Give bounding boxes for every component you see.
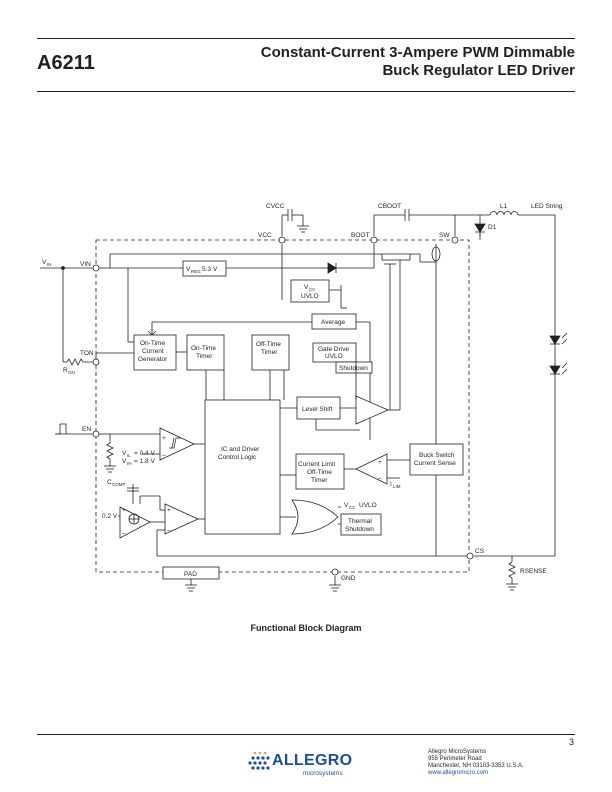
ea2-plus: + [167, 507, 171, 514]
on-time-timer-line2: Timer [196, 353, 213, 360]
vil-sub: IL [127, 453, 131, 458]
footer-rule [37, 734, 575, 735]
company-street: 955 Perimeter Road [428, 756, 482, 762]
vih-label: = 1.8 V [134, 458, 155, 465]
vin-ext-sub: IN [47, 262, 52, 267]
logo-wordmark: ALLEGRO [272, 752, 353, 769]
company-city: Manchester, NH 03103-3353 U.S.A. [428, 763, 524, 769]
ilim-sub: LIM [393, 484, 401, 489]
l1-label: L1 [500, 203, 508, 210]
off-time-timer-line1: Off-Time [256, 341, 281, 348]
pin-cs-label: CS [475, 548, 485, 555]
pin-sw-label: SW [439, 232, 450, 239]
ref-02v-label: 0.2 V [102, 513, 118, 520]
vcc-uvlo-label: UVLO [301, 293, 319, 300]
cl-amp-minus: – [378, 475, 382, 482]
led-string-label: LED String [531, 203, 563, 210]
company-name: Allegro MicroSystems [428, 749, 487, 755]
on-time-gen-line2: Current [142, 348, 164, 355]
vcc-uvlo2-label: UVLO [359, 502, 377, 509]
pin-en-label: EN [82, 426, 91, 433]
on-time-gen-line3: Generator [138, 356, 168, 363]
cboot-label: CBOOT [378, 203, 401, 210]
part-number: A6211 [37, 52, 95, 74]
pin-vcc-terminal [278, 236, 286, 244]
gate-drive-uvlo-line1: Gate Drive [318, 346, 349, 353]
vcc-uvlo2-sub: CC [349, 505, 356, 510]
vreg-label-sub: REG [191, 269, 201, 274]
vil-prefix: V [122, 450, 127, 457]
thermal-line2: Shutdown [345, 526, 374, 533]
rsense-label: RSENSE [520, 568, 547, 575]
pin-cs-terminal [466, 552, 474, 560]
ea-plus: + [122, 507, 126, 514]
amp-minus: – [162, 452, 166, 459]
vcc-uvlo-sub: CC [309, 287, 316, 292]
pin-sw-terminal [451, 236, 459, 244]
pin-boot-label: BOOT [351, 232, 369, 239]
pin-vcc-label: VCC [258, 232, 272, 239]
header-top-rule [37, 38, 575, 39]
on-time-timer-line1: On-Time [191, 345, 216, 352]
thermal-line1: Thermal [348, 518, 372, 525]
vin-ext-label: V [42, 259, 47, 266]
current-limit-line3: Timer [311, 477, 328, 484]
d1-label: D1 [488, 224, 497, 231]
ea-minus: – [122, 530, 126, 537]
vih-prefix: V [122, 458, 127, 465]
hysteresis-symbol [169, 437, 181, 449]
vih-sub: IH [127, 461, 132, 466]
off-time-timer-line2: Timer [261, 349, 278, 356]
amp-plus: + [162, 435, 166, 442]
ic-boundary [95, 239, 470, 573]
ic-driver-line1: IC and Driver [221, 446, 260, 453]
pin-gnd-label: GND [341, 575, 356, 582]
title-line-1: Constant-Current 3-Ampere PWM Dimmable [260, 44, 575, 61]
average-label: Average [321, 319, 345, 326]
level-shift-label: Level Shift [302, 406, 333, 413]
ccomp-prefix: C [107, 479, 112, 486]
vreg-label-prefix: V [186, 266, 191, 273]
buck-switch-line2: Current Sense [414, 460, 456, 467]
ron-sub: ON [68, 370, 75, 375]
title-line-2: Buck Regulator LED Driver [382, 62, 575, 79]
vreg-label: 5.3 V [202, 266, 218, 273]
cvcc-label: CVCC [266, 203, 285, 210]
company-address: Allegro MicroSystems 955 Perimeter Road … [428, 749, 524, 777]
pin-gnd-terminal [331, 568, 339, 576]
pin-en-terminal [92, 430, 100, 438]
ea2-minus: – [167, 527, 171, 534]
vcc-uvlo2-prefix: V [344, 502, 349, 509]
vil-label: = 0.4 V [134, 450, 155, 457]
buck-switch-line1: Buck Switch [419, 452, 455, 459]
company-url-link[interactable]: www.allegromicro.com [428, 770, 489, 776]
current-limit-line1: Current Limit [298, 461, 335, 468]
shutdown-label: Shutdown [339, 365, 368, 372]
pin-ton-terminal [92, 358, 100, 366]
current-limit-line2: Off-Time [307, 469, 332, 476]
cl-amp-plus: + [378, 459, 382, 466]
vcc-uvlo-prefix: V [304, 284, 309, 291]
page-title: Constant-Current 3-Ampere PWM Dimmable B… [261, 44, 575, 80]
pad-label: PAD [184, 571, 197, 578]
on-time-gen-line1: On-Time [140, 340, 165, 347]
ron-label: R [63, 367, 68, 374]
pin-vin-label: VIN [80, 261, 91, 268]
pin-vin-terminal [92, 264, 100, 272]
ilim-prefix: I [390, 481, 392, 488]
pin-ton-label: TON [80, 350, 94, 357]
gate-drive-uvlo-line2: UVLO [325, 353, 343, 360]
ccomp-sub: COMP [112, 482, 126, 487]
pin-boot-terminal [370, 236, 378, 244]
page-number: 3 [568, 737, 574, 747]
logo-subtext: microsystems [303, 770, 343, 777]
header-bottom-rule [37, 91, 575, 92]
ic-driver-line2: Control Logic [218, 454, 257, 461]
diagram-caption: Functional Block Diagram [250, 623, 362, 633]
